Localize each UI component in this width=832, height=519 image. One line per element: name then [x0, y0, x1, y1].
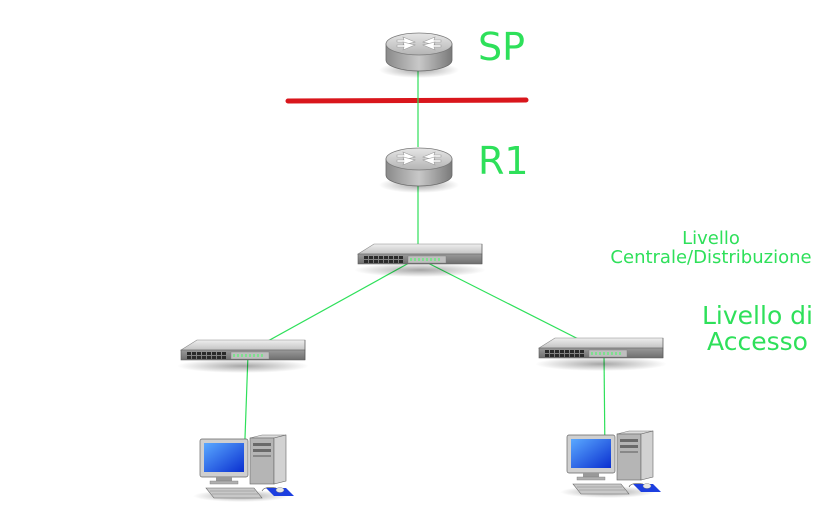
label-core-line1: Livello [682, 228, 740, 249]
label-core-distribution-layer: Livello Centrale/Distribuzione [604, 228, 818, 268]
router-icon[interactable] [378, 147, 460, 194]
label-r1: R1 [478, 139, 529, 183]
label-core-line2: Centrale/Distribuzione [610, 246, 812, 268]
switch-icon[interactable] [176, 339, 310, 374]
label-sp: SP [478, 25, 526, 69]
switch-icon[interactable] [534, 337, 668, 372]
switch-icon[interactable] [353, 243, 487, 278]
router-icon[interactable] [378, 32, 460, 79]
isp-boundary-line [285, 97, 529, 104]
label-access-layer: Livello di Accesso [695, 301, 820, 357]
label-access-line2: Accesso [707, 327, 808, 357]
label-access-line1: Livello di [702, 301, 813, 330]
desktop-computer-icon[interactable] [559, 430, 662, 499]
desktop-computer-icon[interactable] [192, 434, 295, 503]
